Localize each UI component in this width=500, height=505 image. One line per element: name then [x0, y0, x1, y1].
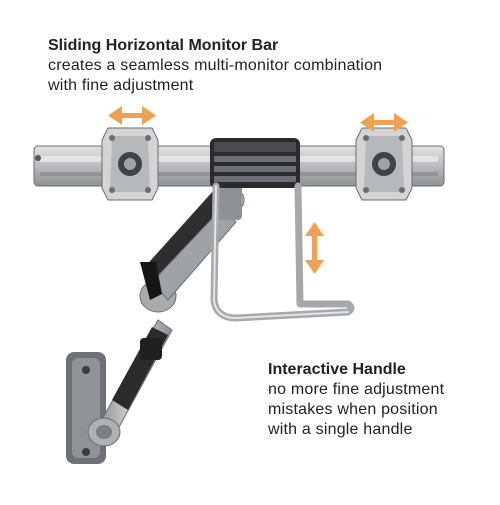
gas-spring-arm — [139, 180, 245, 313]
top-caption: Sliding Horizontal Monitor Bar creates a… — [48, 36, 488, 96]
bottom-caption: Interactive Handle no more fine adjustme… — [268, 360, 493, 440]
horizontal-arrow-icon — [360, 113, 408, 132]
top-caption-title: Sliding Horizontal Monitor Bar — [48, 37, 279, 54]
top-caption-line: with fine adjustment — [48, 77, 194, 94]
top-caption-line: creates a seamless multi-monitor combina… — [48, 57, 383, 74]
wall-mount-plate — [66, 352, 106, 464]
right-vesa-plate — [355, 127, 413, 201]
bottom-caption-line: mistakes when position — [268, 401, 438, 418]
vertical-arrow-icon — [305, 222, 324, 274]
bottom-caption-line: no more fine adjustment — [268, 381, 445, 398]
handle-top-block — [210, 138, 300, 188]
bottom-caption-line: with a single handle — [268, 421, 413, 438]
bottom-caption-title: Interactive Handle — [268, 361, 406, 378]
interactive-handle — [210, 182, 355, 322]
lower-arm — [87, 319, 173, 447]
left-vesa-plate — [101, 127, 159, 201]
horizontal-arrow-icon — [108, 106, 156, 125]
